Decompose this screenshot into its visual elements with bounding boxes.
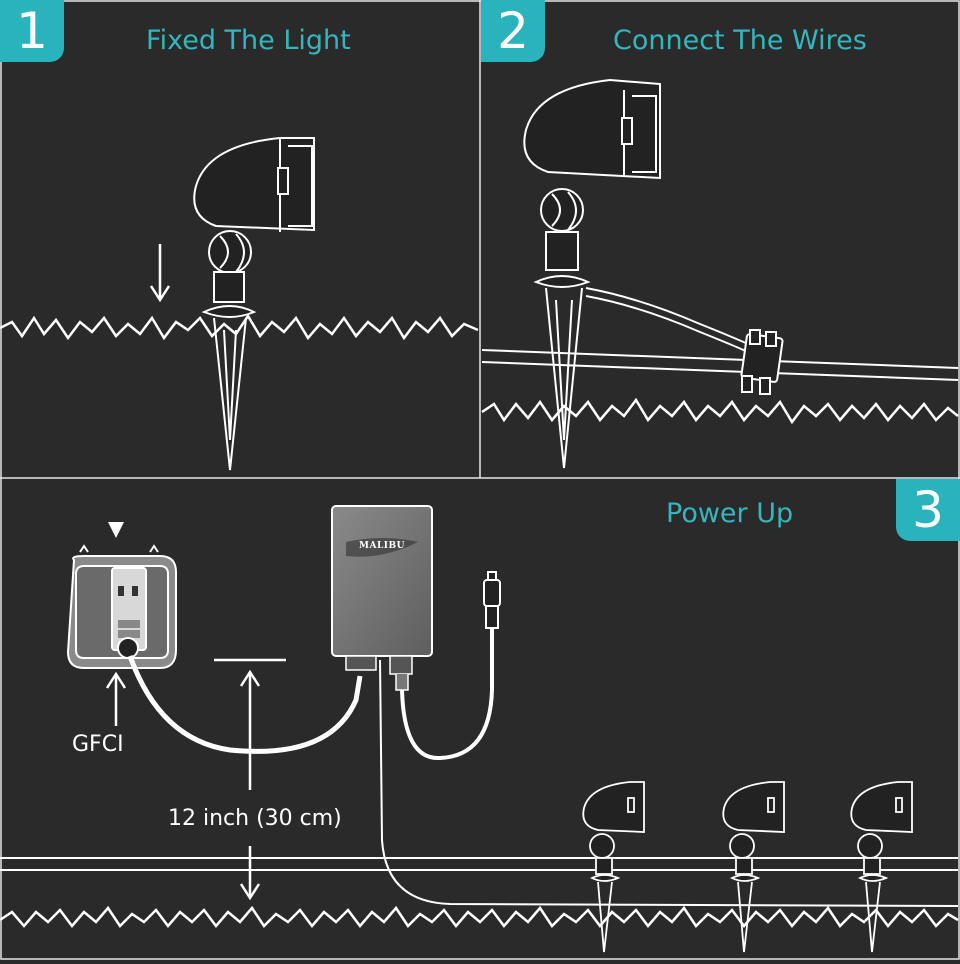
- step-1-badge: 1: [0, 0, 64, 62]
- step-1-title: Fixed The Light: [146, 25, 351, 56]
- power-cord: [127, 655, 363, 754]
- height-label: 12 inch (30 cm): [168, 806, 342, 831]
- panel-2-cable: [481, 349, 959, 381]
- panel-2-lead-wire: [585, 287, 749, 353]
- malibu-transformer: [331, 505, 433, 691]
- small-spotlight-1: [582, 781, 645, 953]
- photo-sensor: [483, 571, 501, 629]
- height-dimension: [214, 658, 286, 901]
- small-spotlight-2: [722, 781, 785, 953]
- step-2-badge: 2: [481, 0, 545, 62]
- gfci-label: GFCI: [72, 732, 124, 757]
- panel-2-ground-line: [481, 397, 959, 425]
- panel-1-spotlight: [193, 137, 315, 471]
- panel-2-spotlight: [523, 78, 661, 469]
- panel-3-ground-line: [0, 905, 959, 928]
- panel-1-down-arrow: [149, 244, 171, 303]
- panel-3-cable-run: [0, 659, 959, 907]
- step-2-title: Connect The Wires: [613, 25, 867, 56]
- gfci-outlet: [66, 544, 177, 669]
- plug: [117, 637, 139, 659]
- small-spotlight-3: [850, 781, 913, 953]
- panel-1-ground-line: [0, 313, 479, 341]
- panel-2-connector: [740, 329, 784, 395]
- step-3-title: Power Up: [666, 498, 794, 529]
- sensor-cord: [400, 626, 494, 761]
- gfci-pointer-arrow: [105, 671, 127, 726]
- transformer-brand-label: MALIBU: [359, 541, 405, 551]
- step-3-badge: 3: [896, 479, 960, 541]
- outlet-top-arrow: [108, 522, 124, 538]
